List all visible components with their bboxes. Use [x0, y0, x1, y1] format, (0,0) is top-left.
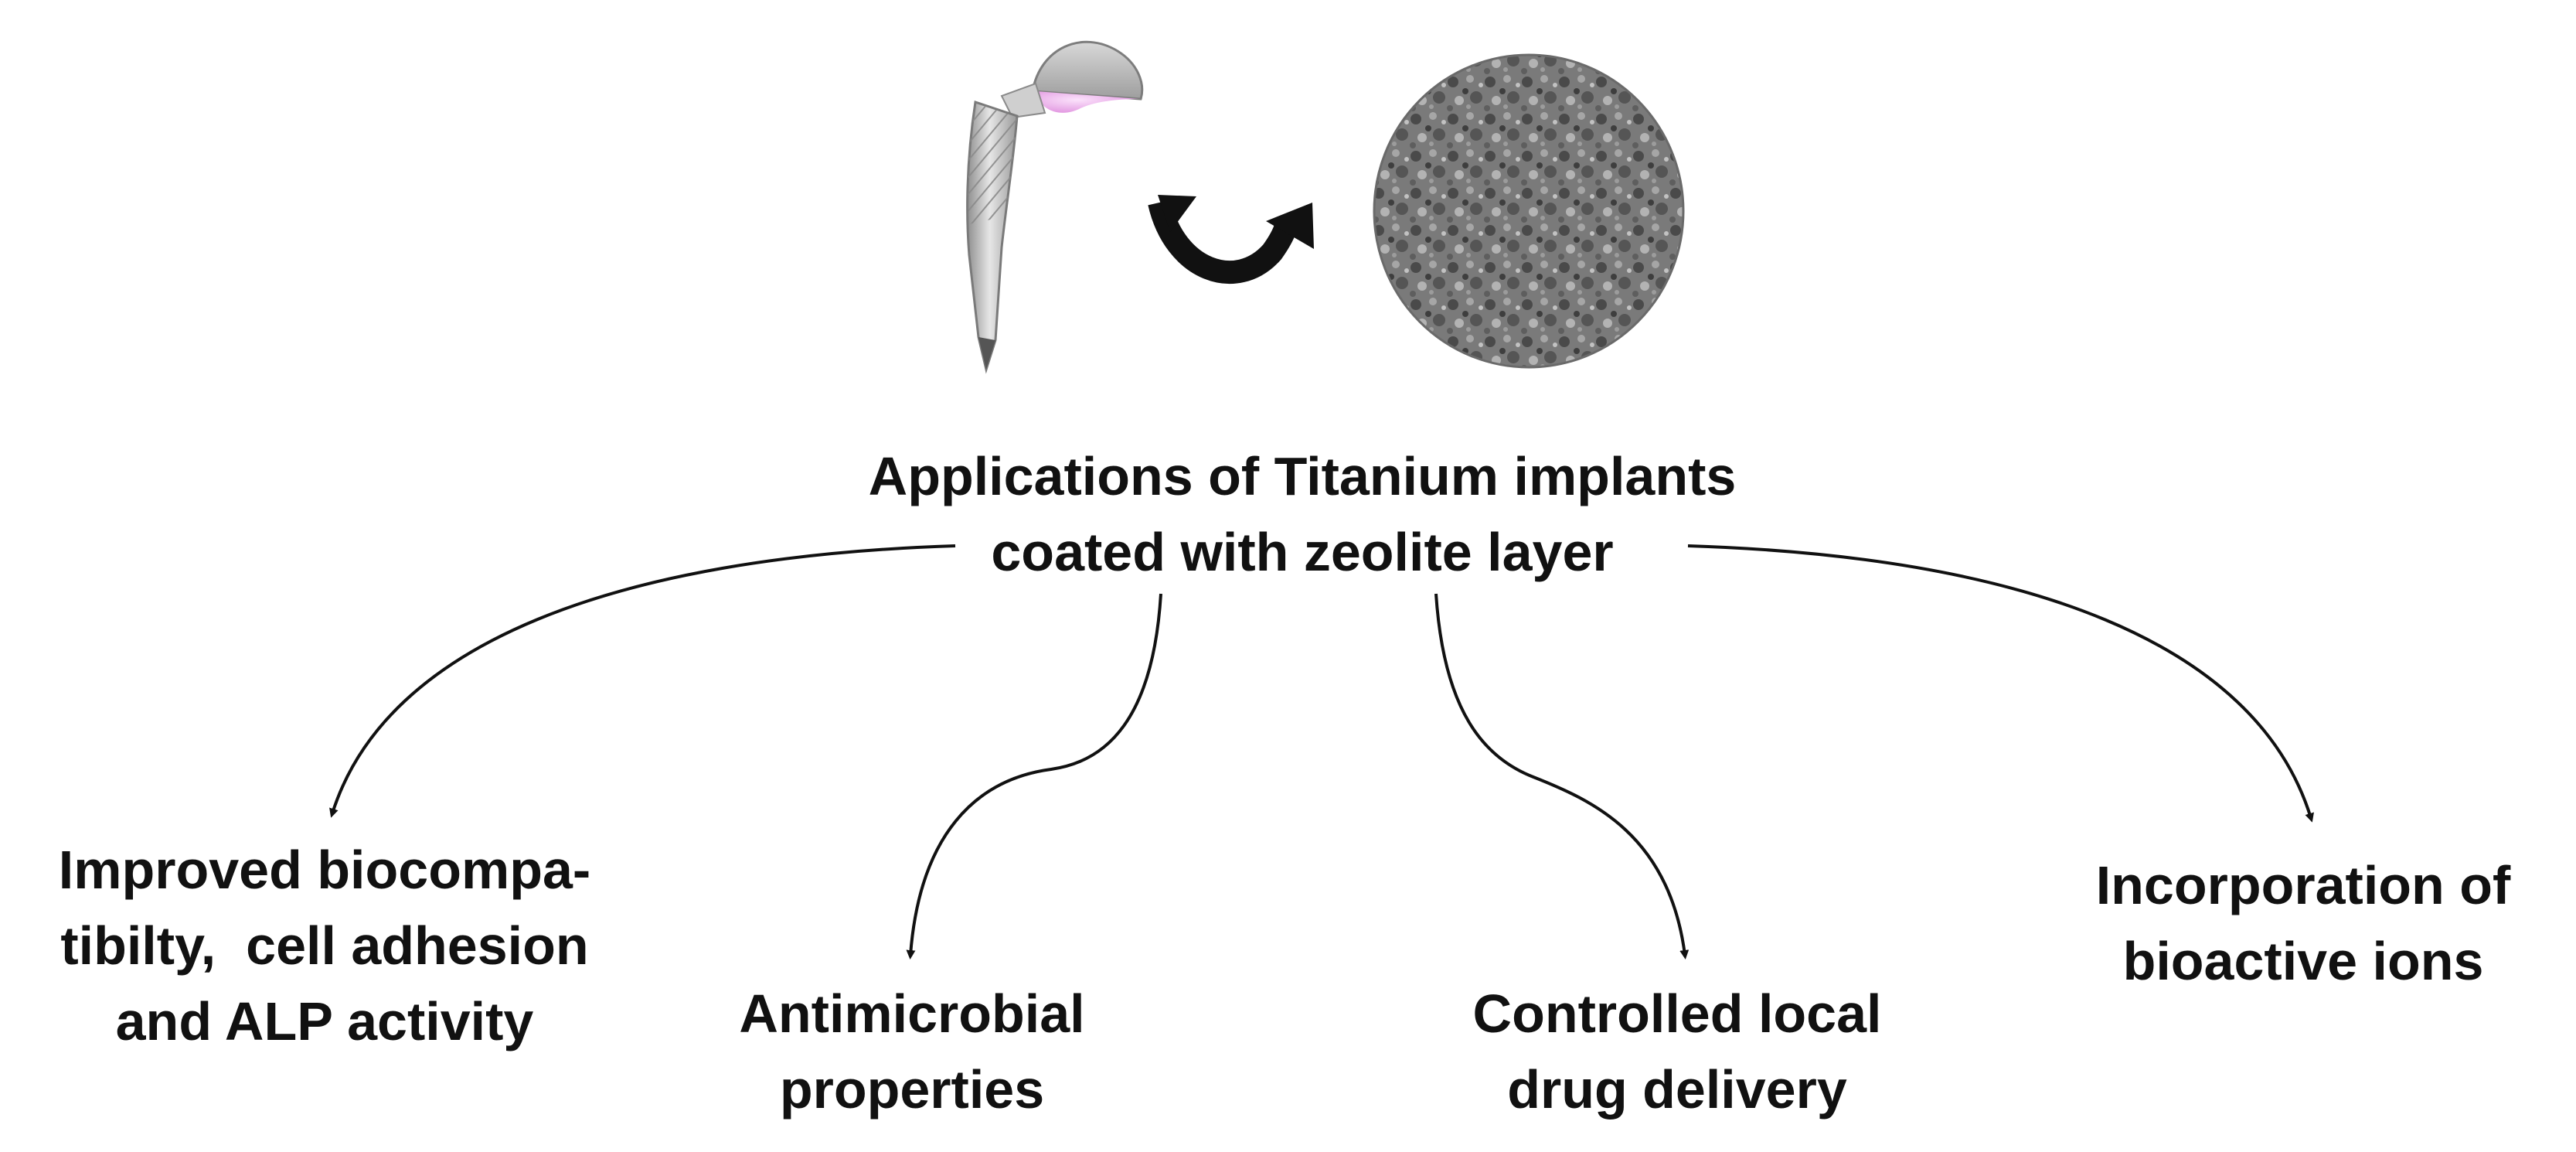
connector-antimicrobial [906, 593, 1162, 959]
branch-drug-line-2: drug delivery [1507, 1059, 1847, 1120]
title-line-2: coated with zeolite layer [991, 522, 1614, 582]
hip-implant-icon [966, 40, 1144, 374]
branch-bioactive-ions: Incorporation of bioactive ions [2040, 847, 2566, 999]
connector-biocompat [329, 544, 956, 818]
connectors [329, 544, 2314, 959]
branch-antimicrobial-line-2: properties [779, 1059, 1045, 1120]
curved-arrow-icon [1148, 195, 1314, 284]
implant-head [1036, 91, 1139, 113]
branch-biocompat-line-1: Improved biocompa- [58, 840, 591, 900]
diagram-title: Applications of Titanium implants coated… [800, 438, 1805, 590]
branch-drug-delivery: Controlled local drug delivery [1422, 976, 1932, 1127]
connector-drug [1434, 593, 1690, 959]
zeolite-micrograph-icon [1373, 53, 1685, 369]
branch-ions-line-1: Incorporation of [2095, 855, 2511, 915]
branch-biocompat-line-3: and ALP activity [115, 991, 534, 1051]
branch-antimicrobial: Antimicrobial properties [680, 976, 1144, 1127]
branch-antimicrobial-line-1: Antimicrobial [739, 983, 1085, 1044]
branch-ions-line-2: bioactive ions [2122, 931, 2484, 991]
implant-tip [978, 337, 995, 370]
branch-drug-line-1: Controlled local [1472, 983, 1882, 1044]
connector-ions [1687, 544, 2314, 823]
implant-porous-coating [968, 104, 1017, 224]
title-line-1: Applications of Titanium implants [868, 446, 1737, 506]
branch-biocompatibility: Improved biocompa- tibilty, cell adhesio… [15, 832, 634, 1059]
branch-biocompat-line-2: tibilty, cell adhesion [60, 915, 589, 976]
implant-shell [1031, 40, 1144, 101]
